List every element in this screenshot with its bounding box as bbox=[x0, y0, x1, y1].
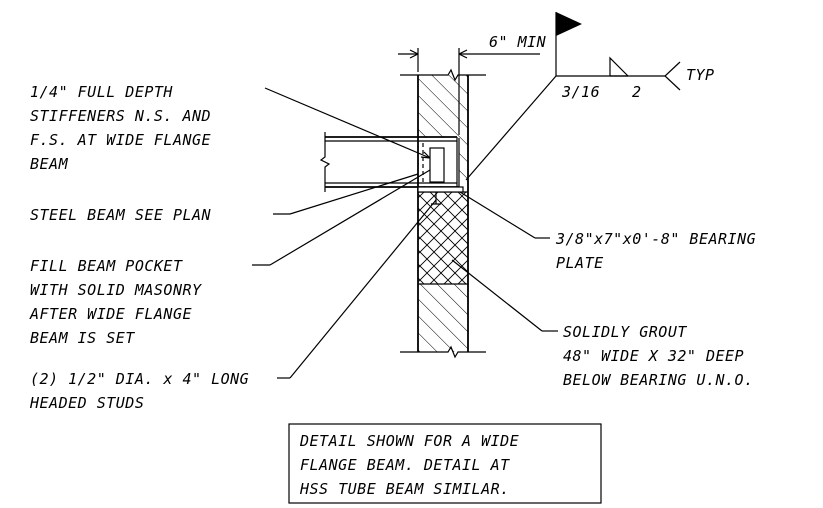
dimension-6in-min: 6" MIN bbox=[398, 33, 547, 135]
svg-text:BELOW BEARING U.N.O.: BELOW BEARING U.N.O. bbox=[563, 371, 754, 389]
fillet-weld-icon bbox=[609, 56, 629, 77]
svg-text:FLANGE BEAM. DETAIL AT: FLANGE BEAM. DETAIL AT bbox=[300, 456, 510, 474]
note-fill-pocket: FILL BEAM POCKET WITH SOLID MASONRY AFTE… bbox=[29, 257, 202, 347]
svg-text:SOLIDLY GROUT: SOLIDLY GROUT bbox=[563, 323, 687, 341]
note-steel-beam: STEEL BEAM SEE PLAN bbox=[30, 206, 212, 224]
svg-text:BEAM IS SET: BEAM IS SET bbox=[30, 329, 135, 347]
grout-cells-hatch bbox=[418, 192, 468, 284]
svg-text:STIFFENERS N.S. AND: STIFFENERS N.S. AND bbox=[30, 107, 211, 125]
stiffener bbox=[429, 147, 445, 183]
note-studs: (2) 1/2" DIA. x 4" LONG HEADED STUDS bbox=[29, 370, 249, 412]
svg-text:HEADED STUDS: HEADED STUDS bbox=[29, 394, 144, 412]
svg-text:BEAM: BEAM bbox=[30, 155, 69, 173]
beam-pocket bbox=[419, 138, 459, 186]
weld-length: 2 bbox=[632, 83, 642, 101]
leaders bbox=[252, 87, 558, 379]
svg-text:DETAIL SHOWN FOR A WIDE: DETAIL SHOWN FOR A WIDE bbox=[299, 432, 519, 450]
detail-note-box: DETAIL SHOWN FOR A WIDE FLANGE BEAM. DET… bbox=[288, 423, 602, 504]
note-grout: SOLIDLY GROUT 48" WIDE X 32" DEEP BELOW … bbox=[563, 323, 754, 389]
svg-text:48" WIDE X 32" DEEP: 48" WIDE X 32" DEEP bbox=[563, 347, 744, 365]
note-stiffeners: 1/4" FULL DEPTH STIFFENERS N.S. AND F.S.… bbox=[30, 83, 211, 173]
top-break-line bbox=[400, 68, 486, 82]
svg-text:AFTER WIDE FLANGE: AFTER WIDE FLANGE bbox=[29, 305, 192, 323]
beam-break-line bbox=[319, 132, 331, 192]
svg-text:(2) 1/2" DIA. x 4" LONG: (2) 1/2" DIA. x 4" LONG bbox=[30, 370, 249, 388]
masonry-wall bbox=[400, 68, 486, 359]
svg-text:WITH SOLID MASONRY: WITH SOLID MASONRY bbox=[30, 281, 202, 299]
bottom-break-line bbox=[400, 345, 486, 359]
bearing-plate bbox=[417, 186, 464, 193]
svg-text:FILL BEAM POCKET: FILL BEAM POCKET bbox=[30, 257, 183, 275]
svg-text:3/8"x7"x0'-8" BEARING: 3/8"x7"x0'-8" BEARING bbox=[555, 230, 756, 248]
weld-tail-text: TYP bbox=[686, 66, 715, 84]
svg-text:F.S. AT WIDE FLANGE: F.S. AT WIDE FLANGE bbox=[30, 131, 211, 149]
weld-size: 3/16 bbox=[561, 83, 600, 101]
weld-symbol: 3/16 2 TYP bbox=[465, 12, 715, 181]
note-bearing-plate: 3/8"x7"x0'-8" BEARING PLATE bbox=[555, 230, 756, 272]
masonry-lower-hatch bbox=[418, 284, 468, 352]
dimension-text: 6" MIN bbox=[489, 33, 547, 51]
field-weld-flag-icon bbox=[556, 12, 582, 36]
svg-text:1/4" FULL DEPTH: 1/4" FULL DEPTH bbox=[30, 83, 173, 101]
svg-text:HSS TUBE BEAM SIMILAR.: HSS TUBE BEAM SIMILAR. bbox=[299, 480, 510, 498]
weld-tail-icon bbox=[664, 61, 681, 91]
svg-text:PLATE: PLATE bbox=[556, 254, 604, 272]
